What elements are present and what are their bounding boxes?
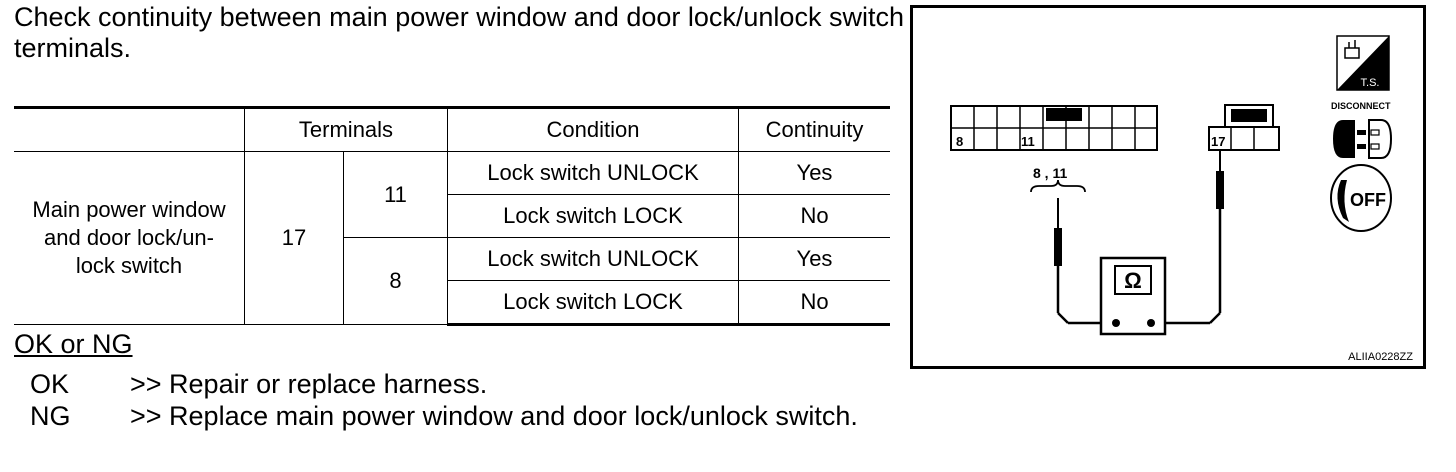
pin-label-11: 11 — [1021, 134, 1035, 149]
ohmmeter: Ω — [1099, 256, 1167, 336]
component-cell: Main power window and door lock/un- lock… — [14, 151, 245, 325]
ignition-off-icon: OFF — [1330, 164, 1392, 232]
continuity-cell: No — [738, 194, 890, 238]
tester-icon: T.S. — [1336, 35, 1390, 91]
terminal-to-cell: 11 — [343, 151, 448, 238]
terminal-to-cell: 8 — [343, 237, 448, 325]
continuity-cell: Yes — [738, 237, 890, 281]
connector-diagram: 8 11 17 8 , 11 — [910, 5, 1426, 369]
instruction-text: Check continuity between main power wind… — [14, 2, 904, 63]
continuity-cell: Yes — [738, 151, 890, 195]
ok-action: >> Repair or replace harness. — [130, 369, 488, 399]
condition-cell: Lock switch LOCK — [447, 194, 739, 238]
table-row: Lock switch LOCK No — [14, 280, 890, 326]
figure-id: ALIIA0228ZZ — [1348, 351, 1413, 363]
condition-cell: Lock switch UNLOCK — [447, 151, 739, 195]
continuity-cell: No — [738, 280, 890, 326]
condition-cell: Lock switch UNLOCK — [447, 237, 739, 281]
ohm-symbol: Ω — [1124, 268, 1142, 293]
ng-code: NG — [30, 401, 71, 431]
probe-label: 8 , 11 — [1033, 165, 1067, 181]
component-line: Main power window — [32, 197, 226, 222]
table-row: Main power window and door lock/un- lock… — [14, 151, 890, 325]
right-connector: 17 — [1208, 104, 1280, 151]
ts-label: T.S. — [1361, 77, 1380, 89]
ok-code: OK — [30, 369, 70, 399]
disconnect-label: DISCONNECT — [1331, 101, 1391, 111]
off-label: OFF — [1350, 190, 1386, 210]
condition-cell: Lock switch LOCK — [447, 280, 739, 326]
condition-header: Condition — [447, 106, 739, 152]
ng-result-row: NG >> Replace main power window and door … — [30, 400, 858, 432]
pin-label-17: 17 — [1211, 134, 1225, 149]
terminals-header: Terminals — [244, 106, 448, 152]
terminal-from-cell: 17 — [244, 151, 344, 325]
disconnect-icon — [1333, 119, 1393, 159]
table-header-row: Terminals Condition Continuity — [14, 106, 890, 152]
probe-brace — [1030, 179, 1086, 193]
component-line: and door lock/un- — [44, 225, 214, 250]
table-row: 8 Lock switch UNLOCK Yes — [14, 237, 890, 325]
continuity-header: Continuity — [738, 106, 890, 152]
ng-action: >> Replace main power window and door lo… — [130, 401, 858, 431]
component-line: lock switch — [75, 253, 183, 278]
ok-result-row: OK >> Repair or replace harness. — [30, 368, 487, 400]
pin-label-8: 8 — [956, 134, 963, 149]
component-header-cell — [14, 106, 245, 152]
continuity-table: Terminals Condition Continuity Main powe… — [14, 106, 890, 326]
result-heading: OK or NG — [14, 329, 133, 359]
table-row: Lock switch LOCK No — [14, 194, 890, 238]
left-connector: 8 11 — [950, 105, 1158, 151]
